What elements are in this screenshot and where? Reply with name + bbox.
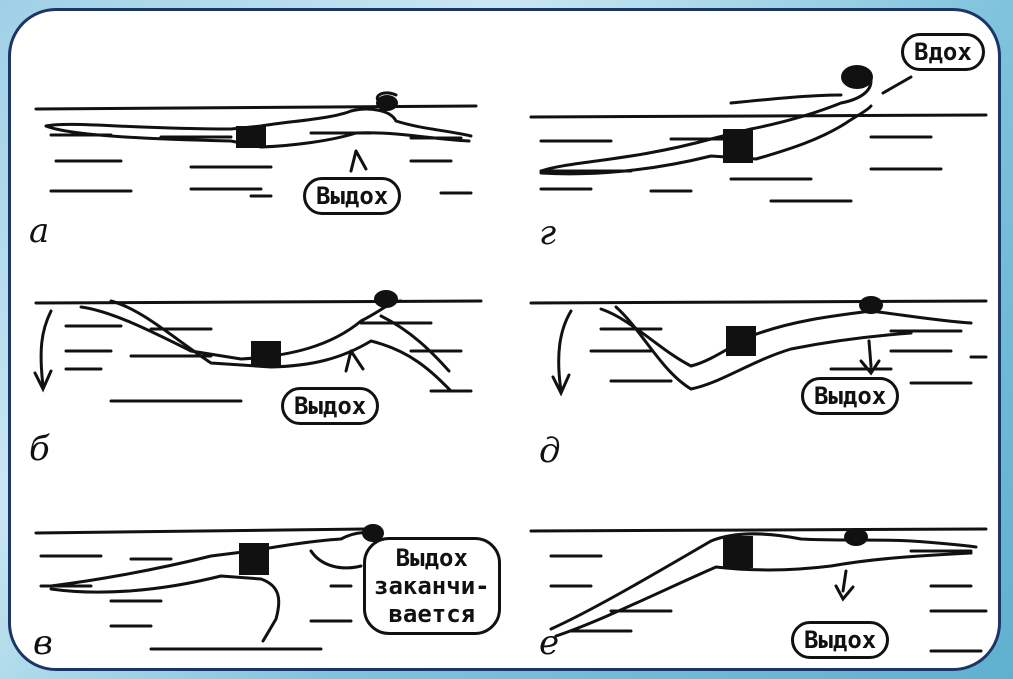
water-lines-a: [36, 106, 476, 196]
exhale-bubble-a: Выдох: [303, 177, 401, 215]
water-lines-e: [531, 529, 986, 651]
swimmer-e: [551, 534, 976, 636]
inhale-bubble-g: Вдох: [901, 33, 985, 71]
water-lines-d: [531, 301, 986, 383]
illustration-frame: а г б д в е Выдох Вдох Выдох Выдох Выдох…: [8, 8, 1001, 671]
panel-letter-a: а: [29, 211, 49, 251]
swimmer-g: [541, 81, 871, 174]
exhale-bubble-d: Выдох: [801, 377, 899, 415]
panel-letter-e: е: [539, 623, 559, 663]
swimming-illustration: [11, 11, 1001, 671]
exhale-bubble-b: Выдох: [281, 387, 379, 425]
panel-letter-d: д: [539, 431, 561, 471]
kick-arrow-d: [559, 311, 571, 391]
exhale-ending-bubble-v: Выдох заканчи- вается: [363, 537, 501, 635]
exhale-bubble-e: Выдох: [791, 621, 889, 659]
panel-letter-v: в: [33, 623, 53, 663]
water-lines-v: [36, 529, 366, 649]
panel-letter-b: б: [29, 429, 50, 469]
swimmer-d: [601, 307, 971, 389]
panel-letter-g: г: [539, 213, 556, 253]
